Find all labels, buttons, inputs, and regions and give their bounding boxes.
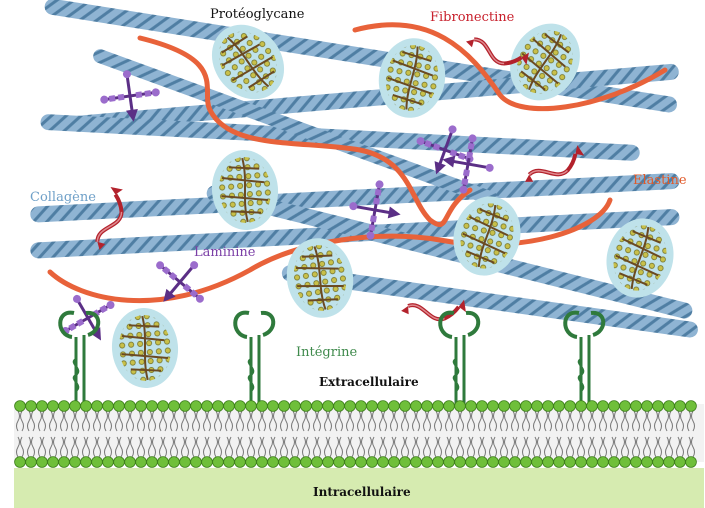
- label-integrine: Intégrine: [296, 345, 357, 360]
- label-intracellulaire: Intracellulaire: [313, 485, 411, 499]
- cell-membrane: [14, 401, 704, 468]
- label-elastine: Elastine: [633, 173, 687, 188]
- collagen-fibers: [30, 0, 699, 339]
- label-collagene: Collagène: [30, 190, 96, 205]
- label-proteoglycane: Protéoglycane: [210, 7, 304, 22]
- label-fibronectine: Fibronectine: [430, 10, 514, 25]
- label-extracellulaire: Extracellulaire: [319, 375, 419, 389]
- label-laminine: Laminine: [194, 245, 255, 260]
